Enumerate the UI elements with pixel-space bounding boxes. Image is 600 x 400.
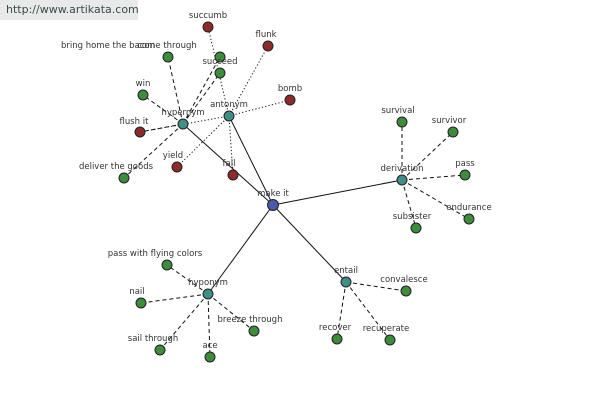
edge-antonym-to-bomb (228, 99, 291, 117)
edge-hyponym-to-breeze-through (207, 293, 255, 332)
edge-derivation-to-endurance (401, 179, 470, 220)
node-recover[interactable] (331, 333, 343, 345)
node-bring-home-the-bacon[interactable] (162, 51, 174, 63)
edge-hyponym-to-ace (207, 293, 211, 358)
label-make-it: make it (257, 189, 289, 199)
node-succeed[interactable] (214, 67, 226, 79)
label-win: win (136, 79, 151, 89)
node-succumb[interactable] (202, 21, 214, 33)
label-bomb: bomb (278, 84, 302, 94)
node-flunk[interactable] (262, 40, 274, 52)
edge-hypernym-to-deliver-the-goods (123, 123, 184, 179)
edge-hypernym-to-bring-home-the-bacon (167, 56, 184, 125)
label-convalesce: convalesce (380, 275, 427, 285)
node-yield[interactable] (171, 161, 183, 173)
label-ace: ace (202, 341, 217, 351)
label-fail: fail (223, 159, 236, 169)
node-entail[interactable] (340, 276, 352, 288)
label-nail: nail (129, 287, 144, 297)
label-hypernym: hypernym (161, 108, 204, 118)
node-recuperate[interactable] (384, 334, 396, 346)
label-breeze-through: breeze through (218, 315, 283, 325)
label-pass-d: pass (455, 159, 475, 169)
edge-entail-to-recover (336, 281, 347, 340)
edge-make-it-to-entail (272, 204, 347, 283)
nodes-layer (118, 21, 475, 363)
node-survivor[interactable] (447, 126, 459, 138)
node-make-it[interactable] (267, 199, 279, 211)
label-sail-through: sail through (128, 334, 178, 344)
node-fail[interactable] (227, 169, 239, 181)
label-hyponym: hyponym (188, 278, 228, 288)
label-derivation: derivation (380, 164, 423, 174)
label-deliver-the-goods: deliver the goods (79, 162, 154, 172)
edge-entail-to-recuperate (345, 281, 391, 341)
label-antonym: antonym (210, 100, 248, 110)
node-deliver-the-goods[interactable] (118, 172, 130, 184)
edge-make-it-to-hypernym (182, 123, 274, 206)
node-sail-through[interactable] (154, 344, 166, 356)
node-ace[interactable] (204, 351, 216, 363)
edge-make-it-to-antonym (228, 115, 274, 206)
node-hypernym[interactable] (177, 118, 189, 130)
node-antonym[interactable] (223, 110, 235, 122)
label-survival: survival (381, 106, 414, 116)
node-convalesce[interactable] (400, 285, 412, 297)
label-pass-with-flying-colors: pass with flying colors (108, 249, 203, 259)
node-hyponym[interactable] (202, 288, 214, 300)
edge-derivation-to-subsister (401, 179, 417, 229)
label-entail: entail (334, 266, 358, 276)
labels-layer: make it hypernym antonym derivation hyponym e… (61, 11, 492, 351)
edge-hyponym-to-nail (140, 293, 209, 304)
node-endurance[interactable] (463, 213, 475, 225)
node-subsister[interactable] (410, 222, 422, 234)
node-come-through[interactable] (214, 51, 226, 63)
node-survival[interactable] (396, 116, 408, 128)
node-bomb[interactable] (284, 94, 296, 106)
node-derivation[interactable] (396, 174, 408, 186)
label-bring-home-the-bacon: bring home the bacon (61, 41, 155, 51)
label-come-through: come through (137, 41, 196, 51)
edge-derivation-to-pass-d (401, 174, 466, 181)
edge-make-it-to-derivation (272, 179, 403, 206)
label-yield: yield (163, 151, 183, 161)
node-pass-with-flying-colors[interactable] (161, 259, 173, 271)
watermark-url: http://www.artikata.com (0, 0, 139, 20)
edge-hypernym-to-succeed (182, 72, 221, 125)
edges-layer (123, 26, 470, 358)
node-flush-it[interactable] (134, 126, 146, 138)
edge-make-it-to-hyponym (207, 204, 274, 295)
label-endurance: endurance (446, 203, 491, 213)
node-win[interactable] (137, 89, 149, 101)
label-recuperate: recuperate (363, 324, 410, 334)
label-flush-it: flush it (120, 117, 150, 127)
label-recover: recover (319, 323, 352, 333)
edge-derivation-to-survivor (401, 131, 454, 181)
edge-hypernym-to-come-through (182, 56, 221, 125)
node-pass-d[interactable] (459, 169, 471, 181)
edge-entail-to-convalesce (345, 281, 407, 292)
label-succeed: succeed (202, 57, 237, 67)
node-breeze-through[interactable] (248, 325, 260, 337)
label-subsister: subsister (393, 212, 432, 222)
label-survivor: survivor (432, 116, 467, 126)
edge-hyponym-to-sail-through (159, 293, 209, 351)
edge-hypernym-to-win (142, 94, 184, 125)
edge-hyponym-to-pass-with-flying-colors (166, 264, 209, 295)
label-succumb: succumb (189, 11, 227, 21)
node-nail[interactable] (135, 297, 147, 309)
label-flunk: flunk (255, 30, 276, 40)
